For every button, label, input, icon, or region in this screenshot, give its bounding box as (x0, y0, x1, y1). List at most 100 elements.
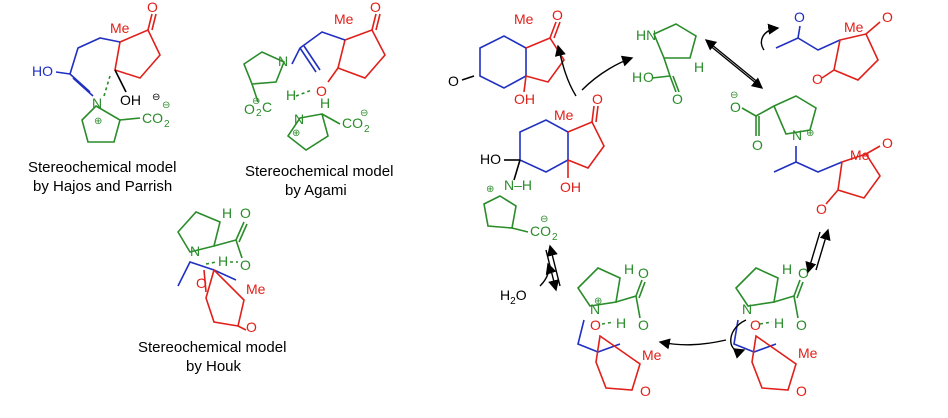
svg-text:⊖: ⊖ (540, 214, 548, 225)
svg-text:O: O (246, 319, 257, 335)
ketone-o: O (147, 0, 158, 15)
svg-text:H: H (616, 315, 626, 331)
svg-text:HN: HN (636, 27, 656, 43)
caption-houk-line2: by Houk (186, 358, 242, 375)
alkoxide-oh: OH (120, 92, 141, 108)
svg-text:O: O (590, 317, 601, 333)
svg-text:O: O (794, 9, 805, 25)
proline-plus: ⊕ (94, 116, 102, 127)
svg-text:Me: Me (850, 147, 870, 163)
svg-text:O: O (196, 275, 207, 291)
caption-agami-line2: by Agami (285, 182, 347, 199)
svg-text:OH: OH (560, 179, 581, 195)
svg-text:H: H (320, 95, 330, 111)
svg-text:2: 2 (256, 108, 262, 119)
svg-text:C: C (262, 99, 272, 115)
svg-text:O: O (370, 0, 381, 15)
svg-text:⊖: ⊖ (162, 100, 170, 111)
caption-hajos-line2: by Hajos and Parrish (33, 178, 172, 195)
svg-text:O: O (244, 101, 255, 117)
svg-text:⊖: ⊖ (730, 90, 738, 101)
svg-text:⊖: ⊖ (360, 108, 368, 119)
svg-text:N: N (590, 301, 600, 317)
svg-text:⊕: ⊕ (292, 128, 300, 139)
svg-text:OH: OH (514, 91, 535, 107)
transition-state-aldol: ⊕ H O O H O N O Me (576, 261, 662, 399)
svg-text:N: N (742, 301, 752, 317)
svg-text:H: H (218, 253, 228, 269)
svg-text:O: O (316, 83, 327, 99)
svg-text:O: O (672, 91, 683, 107)
enol-ho: HO (32, 63, 53, 79)
hajos-parrish-model: O Me HO OH ⊖ N ⊕ CO 2 ⊖ (32, 0, 170, 143)
svg-text:N: N (792, 127, 802, 143)
svg-text:H: H (632, 69, 642, 85)
methyl-label: Me (110, 20, 130, 36)
svg-text:O: O (882, 135, 893, 151)
svg-text:O: O (592, 91, 603, 107)
svg-text:O: O (552, 7, 563, 23)
svg-text:O: O (816, 201, 827, 217)
houk-model: H O O H N O O Me (177, 205, 266, 335)
svg-text:H: H (774, 315, 784, 331)
cycle-arrows (539, 23, 831, 350)
svg-text:O: O (448, 73, 459, 89)
svg-text:O: O (240, 257, 251, 273)
proline-n: N (92, 95, 102, 111)
minus-charge: ⊖ (152, 92, 160, 103)
svg-text:2: 2 (164, 119, 170, 130)
svg-text:O: O (796, 383, 807, 399)
svg-text:Me: Me (246, 281, 266, 297)
svg-text:⊕: ⊕ (486, 184, 494, 195)
svg-text:N–H: N–H (504, 177, 532, 193)
svg-text:CO: CO (342, 115, 363, 131)
svg-text:O: O (638, 265, 649, 281)
svg-text:O: O (796, 317, 807, 333)
svg-text:Me: Me (514, 11, 534, 27)
svg-text:Me: Me (334, 11, 354, 27)
svg-text:H: H (286, 87, 296, 103)
svg-text:N: N (278, 53, 288, 69)
svg-text:O: O (638, 317, 649, 333)
triketone-substrate: O O O Me (775, 9, 893, 87)
caption-agami-line1: Stereochemical model (245, 163, 393, 180)
carbinolamine-intermediate: O Me OH HO N–H ⊕ CO 2 ⊖ (480, 91, 605, 243)
svg-text:⊕: ⊕ (806, 128, 814, 139)
svg-text:CO: CO (530, 223, 551, 239)
svg-text:O: O (798, 265, 809, 281)
svg-text:O: O (882, 9, 893, 25)
svg-text:N: N (190, 243, 200, 259)
svg-text:⊕: ⊕ (594, 296, 602, 307)
svg-text:O: O (812, 71, 823, 87)
svg-text:Me: Me (844, 19, 864, 35)
enamine-transition-state: H O O H N O O Me (730, 261, 818, 399)
svg-text:H: H (782, 261, 792, 277)
svg-text:Me: Me (554, 107, 574, 123)
caption-hajos-line1: Stereochemical model (28, 159, 176, 176)
svg-text:H: H (222, 205, 232, 221)
svg-text:N: N (294, 111, 304, 127)
svg-text:H: H (694, 59, 704, 75)
caption-houk-line1: Stereochemical model (138, 339, 286, 356)
svg-text:2: 2 (364, 124, 370, 135)
svg-text:O: O (752, 137, 763, 153)
svg-text:Me: Me (798, 345, 818, 361)
svg-text:O: O (750, 317, 761, 333)
svg-text:Me: Me (642, 347, 662, 363)
svg-text:⊖: ⊖ (252, 96, 260, 107)
svg-text:O: O (643, 69, 654, 85)
svg-text:HO: HO (480, 151, 501, 167)
carboxylate: CO (142, 110, 163, 126)
agami-model: O Me O N O 2 C ⊖ H N H ⊕ CO 2 ⊖ (243, 0, 386, 151)
svg-text:O: O (240, 205, 251, 221)
water-label: H2O (500, 287, 527, 307)
svg-text:2: 2 (552, 232, 558, 243)
product-bicycle: O O Me OH (448, 7, 565, 107)
proline-catalyst: HN H H O O (632, 23, 704, 107)
svg-text:H: H (624, 261, 634, 277)
svg-text:O: O (730, 99, 741, 115)
iminium-intermediate: N ⊕ O ⊖ O O O Me (730, 90, 893, 217)
svg-text:O: O (640, 383, 651, 399)
